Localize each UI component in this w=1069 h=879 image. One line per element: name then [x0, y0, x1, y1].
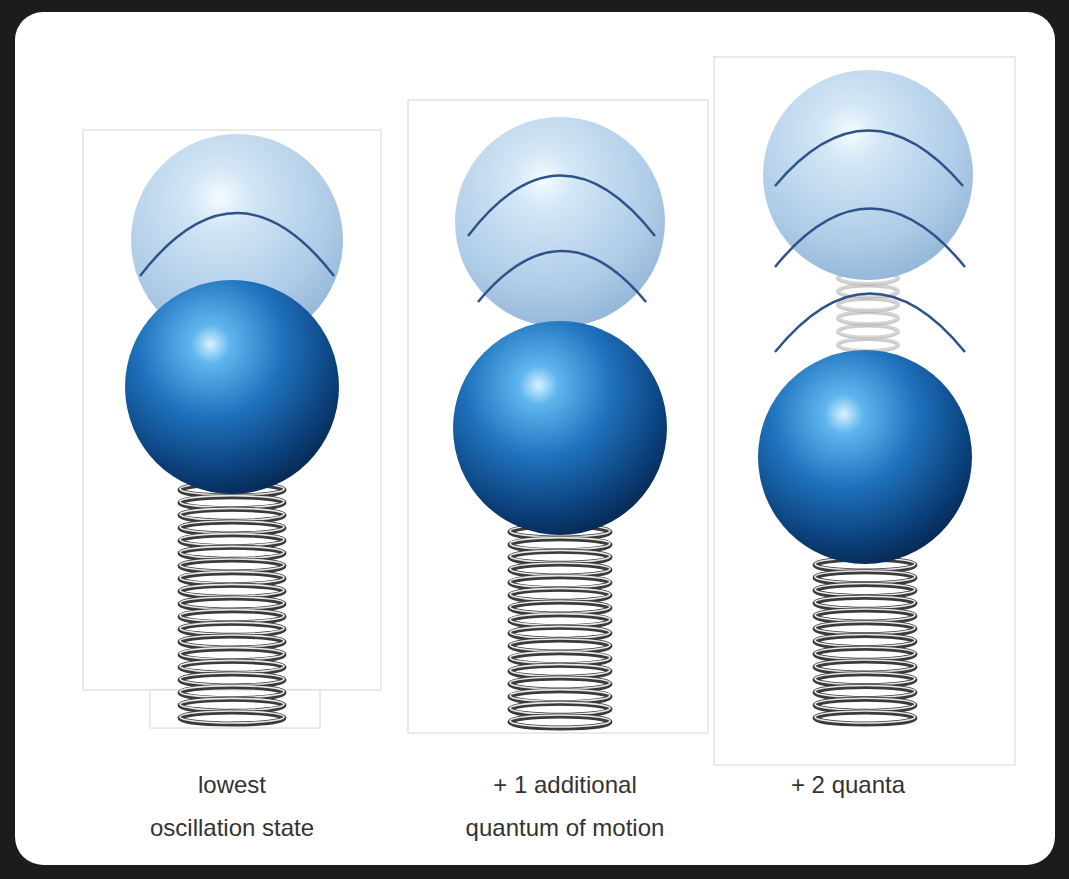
- spring-coil: [815, 572, 915, 584]
- spring-highlight: [180, 584, 284, 596]
- spring-highlight: [510, 702, 610, 714]
- spring-coil: [838, 299, 898, 311]
- wave-arc: [478, 251, 646, 302]
- wave-arc: [775, 294, 965, 353]
- caption: + 2 quanta: [738, 763, 958, 806]
- card: [15, 12, 1055, 865]
- spring-highlight: [510, 652, 610, 664]
- spring-highlight: [510, 550, 610, 562]
- panel-frame: [408, 100, 708, 733]
- spring-coil: [838, 312, 898, 324]
- spring-coil: [815, 610, 915, 622]
- spring-highlight: [180, 559, 284, 571]
- panel-frame: [150, 690, 320, 728]
- wave-arc: [775, 209, 965, 268]
- panel-frame: [83, 130, 381, 690]
- spring-highlight: [815, 622, 915, 634]
- spring-highlight: [510, 690, 610, 702]
- spring-highlight: [180, 635, 284, 647]
- spring-highlight: [180, 698, 284, 710]
- spring-coil: [815, 661, 915, 673]
- spring-highlight: [815, 596, 915, 608]
- spring-coil: [815, 699, 915, 711]
- spring-highlight: [510, 626, 610, 638]
- spring-highlight: [838, 311, 898, 323]
- spring-highlight: [510, 576, 610, 588]
- ghost-sphere: [455, 117, 665, 327]
- spring-highlight: [510, 588, 610, 600]
- spring-highlight: [180, 508, 284, 520]
- spring-highlight: [180, 622, 284, 634]
- spring-coil: [815, 712, 915, 724]
- spring-highlight: [510, 601, 610, 613]
- spring-highlight: [815, 635, 915, 647]
- spring-highlight: [815, 571, 915, 583]
- spring-highlight: [815, 660, 915, 672]
- caption: lowest oscillation state: [146, 763, 318, 849]
- spring-highlight: [180, 496, 284, 508]
- spring-highlight: [838, 338, 898, 350]
- spring-coil: [838, 326, 898, 338]
- spring-highlight: [180, 686, 284, 698]
- spring-highlight: [180, 521, 284, 533]
- wave-arc: [140, 213, 334, 276]
- spring-coil: [815, 674, 915, 686]
- spring-coil: [510, 716, 610, 728]
- spring-highlight: [180, 673, 284, 685]
- spring-highlight: [180, 610, 284, 622]
- spring-highlight: [510, 614, 610, 626]
- spring-highlight: [180, 546, 284, 558]
- spring-highlight: [815, 584, 915, 596]
- spring-highlight: [815, 647, 915, 659]
- spring-highlight: [510, 563, 610, 575]
- spring-highlight: [815, 698, 915, 710]
- spring-highlight: [180, 648, 284, 660]
- spring-highlight: [838, 298, 898, 310]
- spring-coil: [838, 339, 898, 351]
- spring-highlight: [815, 673, 915, 685]
- ghost-sphere: [763, 70, 973, 280]
- spring-coil: [815, 585, 915, 597]
- spring-coil: [180, 712, 284, 724]
- mass-sphere: [453, 321, 667, 535]
- spring-highlight: [180, 597, 284, 609]
- spring-coil: [815, 636, 915, 648]
- spring-coil: [815, 687, 915, 699]
- spring-highlight: [838, 325, 898, 337]
- caption: + 1 additional quantum of motion: [458, 763, 672, 849]
- spring-highlight: [510, 639, 610, 651]
- spring-highlight: [510, 664, 610, 676]
- spring-highlight: [180, 660, 284, 672]
- spring-highlight: [815, 711, 915, 723]
- spring-highlight: [510, 677, 610, 689]
- spring-coil: [815, 648, 915, 660]
- wave-arc: [775, 131, 963, 187]
- spring-highlight: [510, 538, 610, 550]
- spring-coil: [815, 597, 915, 609]
- spring-highlight: [815, 686, 915, 698]
- spring-highlight: [815, 609, 915, 621]
- spring-highlight: [180, 572, 284, 584]
- mass-sphere: [758, 350, 972, 564]
- panel-frame: [714, 57, 1015, 765]
- spring-coil: [815, 623, 915, 635]
- spring-highlight: [510, 715, 610, 727]
- wave-arc: [468, 176, 655, 237]
- spring-highlight: [180, 711, 284, 723]
- mass-sphere: [125, 280, 339, 494]
- spring-highlight: [180, 534, 284, 546]
